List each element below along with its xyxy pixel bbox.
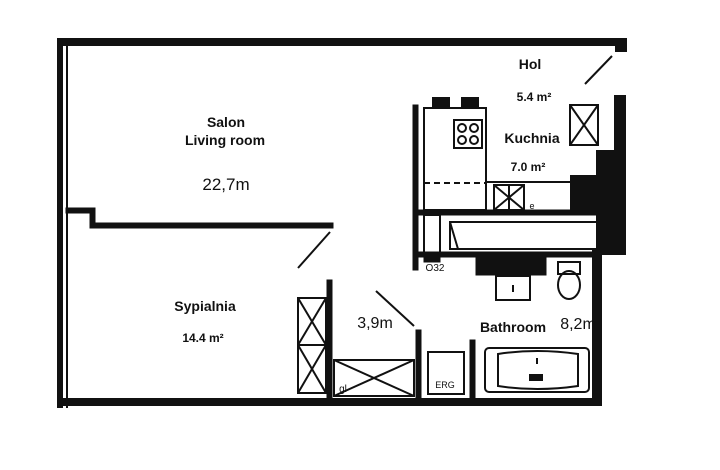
outer-walls (57, 38, 627, 408)
burner-icon (469, 123, 479, 133)
bath-wall-top (417, 251, 599, 258)
bathroom-fixtures (427, 261, 590, 395)
right-wall (592, 248, 602, 406)
hall-door (584, 55, 613, 85)
wardrobe-cross (297, 344, 327, 394)
bedroom-door (297, 231, 331, 269)
stove (453, 119, 483, 149)
gl-label: gl (339, 384, 347, 395)
left-wall-inner (66, 46, 68, 408)
burner-icon (457, 135, 467, 145)
salon-area: 22,7m (202, 175, 250, 194)
salon-label-en: Living room (184, 132, 266, 148)
partition-wall-main (89, 222, 334, 229)
burner-icon (457, 123, 467, 133)
closet-shelf-cross (333, 359, 415, 397)
hol-area: 5.4 m² (516, 90, 552, 104)
toilet-bowl (557, 270, 581, 300)
washbasin (495, 275, 531, 301)
chair-icon (461, 97, 479, 107)
stub-wall-small (423, 255, 441, 263)
burner-icon (469, 135, 479, 145)
toilet-tank (557, 261, 581, 275)
sypialnia-label: Sypialnia (174, 298, 236, 314)
kuchnia-label: Kuchnia (504, 130, 560, 146)
kitchen-counter (423, 107, 487, 211)
bathroom-label: Bathroom (479, 319, 547, 335)
kuchnia-area: 7.0 m² (510, 160, 546, 174)
bathtub-inner (497, 350, 579, 390)
wardrobe-cross (297, 297, 327, 346)
bathtub-drain (529, 374, 543, 381)
bottom-wall (57, 398, 602, 406)
kitchen-fixtures (423, 97, 599, 211)
closet-shelf (333, 359, 415, 397)
bathroom-area: 8,2m (560, 316, 596, 333)
hol-label: Hol (518, 56, 542, 72)
cabinet-box (569, 104, 599, 146)
wall-niche (423, 214, 441, 256)
closet-wall-left (326, 279, 333, 401)
e-label: e (529, 201, 535, 211)
left-wall (57, 38, 63, 408)
stub-wall (475, 256, 547, 276)
salon-label-pl: Salon (206, 114, 246, 130)
o32-label: O32 (425, 263, 445, 274)
bathtub (484, 347, 590, 393)
interior-walls (65, 55, 613, 406)
chair-icon (432, 97, 450, 107)
closet-door (375, 290, 415, 327)
closet-wall-right (415, 329, 422, 406)
kitchen-base-unit (449, 221, 606, 250)
kitchen-wall-left (412, 104, 419, 271)
erg-label: ERG (435, 380, 455, 390)
right-wall-block (570, 150, 626, 255)
top-wall (57, 38, 627, 46)
base-unit-diagonal (449, 221, 459, 250)
boiler-box (427, 351, 465, 395)
sypialnia-area: 14.4 m² (182, 331, 224, 345)
bath-partition (469, 339, 476, 401)
storage-fixtures (297, 214, 606, 397)
top-wall-end (615, 38, 627, 52)
closet-area: 3,9m (357, 315, 393, 332)
cabinet-cross (569, 104, 599, 146)
